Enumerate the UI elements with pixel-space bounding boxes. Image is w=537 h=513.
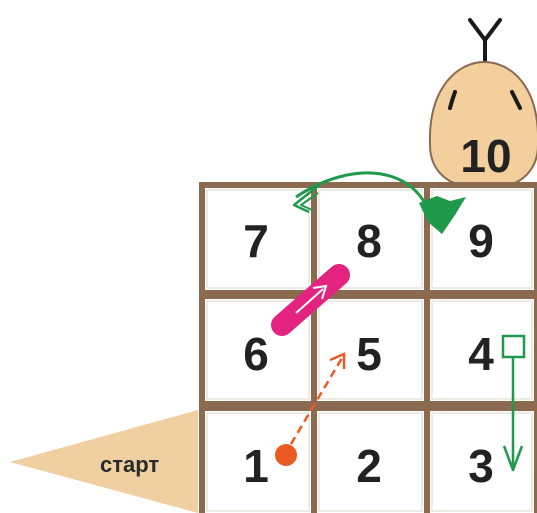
green-arrowhead-inner <box>300 192 319 211</box>
cell-8[interactable]: 8 <box>311 182 430 296</box>
cell-number: 4 <box>468 328 494 380</box>
cell-number: 2 <box>356 440 382 492</box>
pink-ladder-arrowhead <box>312 284 328 300</box>
jump-1-to-5 <box>275 352 346 466</box>
pink-ladder-line <box>295 288 324 314</box>
slide-4-to-3 <box>501 334 526 472</box>
ladder-6-to-8 <box>271 264 350 336</box>
start-label: старт <box>100 452 159 477</box>
orange-arrowhead-icon <box>329 352 346 369</box>
finish-bug[interactable]: 10 <box>428 18 537 187</box>
green-square-icon <box>501 334 526 359</box>
cell-9[interactable]: 9 <box>424 182 537 296</box>
cell-3[interactable]: 3 <box>424 405 537 513</box>
cell-2[interactable]: 2 <box>311 405 430 513</box>
cell-number: 5 <box>356 328 382 380</box>
board-grid: 7 8 9 6 5 4 <box>199 182 537 513</box>
bug-left-eye <box>448 90 457 110</box>
green-tail-icon <box>419 196 466 234</box>
slide-9-to-7 <box>292 171 466 234</box>
cell-number: 3 <box>468 440 494 492</box>
bug-antenna-fork <box>468 18 502 42</box>
cell-number: 1 <box>243 440 269 492</box>
start-pointer[interactable]: старт <box>10 410 198 513</box>
start-pointer-shape <box>10 410 198 513</box>
finish-number: 10 <box>460 130 511 182</box>
cell-1[interactable]: 1 <box>199 405 317 513</box>
bug-right-eye <box>510 90 522 110</box>
orange-dashed-line <box>289 357 344 445</box>
cell-5[interactable]: 5 <box>311 293 430 407</box>
cell-number: 6 <box>243 328 269 380</box>
cell-4[interactable]: 4 <box>424 293 537 407</box>
green-down-arrowhead <box>502 445 524 472</box>
orange-dot-icon <box>275 444 297 466</box>
cell-6[interactable]: 6 <box>199 293 317 407</box>
green-arrowhead-outer <box>292 185 319 214</box>
cell-number: 9 <box>468 215 494 267</box>
cell-number: 8 <box>356 215 382 267</box>
cell-number: 7 <box>243 215 269 267</box>
